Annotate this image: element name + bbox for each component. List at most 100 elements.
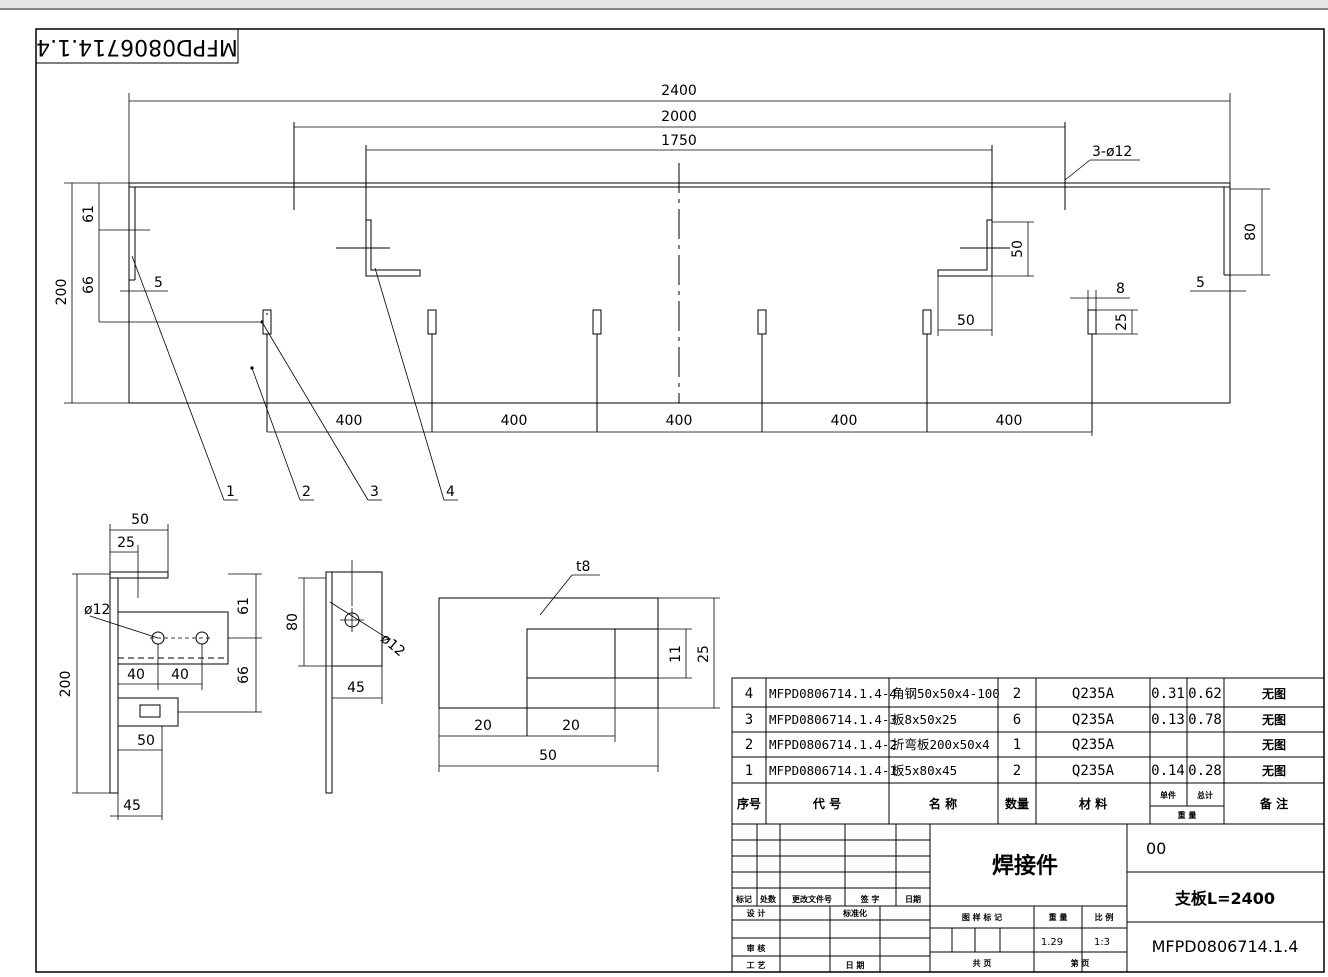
- dc-20b: 20: [562, 718, 580, 734]
- bom-qty: 2: [1013, 686, 1021, 702]
- dc-25: 25: [696, 645, 712, 663]
- dim-height-right: 80: [1243, 223, 1259, 241]
- lbl-mark: 标记: [735, 894, 752, 904]
- bom-unit: 0.13: [1151, 712, 1185, 728]
- detail-end-plate: [298, 560, 391, 794]
- drawing-number: MFPD0806714.1.4: [1152, 937, 1299, 956]
- bom-material: Q235A: [1072, 737, 1115, 753]
- part-name: 焊接件: [992, 854, 1058, 879]
- lbl-sample-mark: 图 样 标 记: [962, 912, 1002, 922]
- lbl-review: 审 核: [747, 943, 766, 953]
- bom-h-unit: 单件: [1160, 790, 1176, 800]
- lbl-count: 处数: [759, 894, 777, 904]
- top-view-dimensions: [64, 93, 1270, 436]
- spacing-2: 400: [501, 413, 528, 429]
- dim-8: 8: [1116, 281, 1125, 297]
- bom-material: Q235A: [1072, 712, 1115, 728]
- bom-name: 角钢50x50x4-100: [892, 686, 1000, 701]
- da-40b: 40: [171, 667, 189, 683]
- bom-no: 2: [745, 737, 753, 753]
- dim-5-right: 5: [1196, 275, 1205, 291]
- da-61: 61: [236, 597, 252, 615]
- callout-2: 2: [302, 484, 311, 500]
- da-200: 200: [58, 671, 74, 698]
- lbl-change-doc: 更改文件号: [792, 894, 832, 904]
- callout-4: 4: [446, 484, 455, 500]
- bom-no: 3: [745, 712, 753, 728]
- bom-row: 3 MFPD0806714.1.4-3 板8x50x25 6 Q235A 0.1…: [745, 712, 1286, 728]
- bom-row: 2 MFPD0806714.1.4-2 折弯板200x50x4 1 Q235A …: [745, 737, 1286, 753]
- dim-holes-span: 2000: [661, 109, 697, 125]
- bom-note: 无图: [1261, 738, 1286, 752]
- callout-1: 1: [226, 484, 235, 500]
- detail-a-texts: 50 25 ø12 61 66 200 40 40 50 45: [58, 512, 252, 814]
- dc-20a: 20: [474, 718, 492, 734]
- lbl-process: 工 艺: [747, 960, 766, 970]
- title-block: [731, 823, 1325, 973]
- spacing-3: 400: [666, 413, 693, 429]
- bom-h-name: 名 称: [929, 796, 957, 811]
- bom-no: 1: [745, 763, 753, 779]
- bom-name: 板8x50x25: [892, 712, 957, 727]
- small-plates: [262, 309, 1097, 432]
- lbl-design: 设 计: [747, 908, 766, 918]
- dim-61: 61: [81, 205, 97, 223]
- lbl-sheet: 第 页: [1071, 958, 1090, 968]
- bom-name: 折弯板200x50x4: [892, 737, 990, 752]
- bom-header: 序号 代 号 名 称 数量 材 料 单件 总计 重 量 备 注: [737, 790, 1288, 820]
- db-80: 80: [285, 613, 301, 631]
- detail-c-texts: t8 11 25 20 20 50: [474, 559, 712, 764]
- bom-code: MFPD0806714.1.4-4: [769, 686, 897, 701]
- lbl-standard: 标准化: [842, 908, 867, 918]
- bom-code: MFPD0806714.1.4-3: [769, 712, 897, 727]
- bom-row: 1 MFPD0806714.1.4-1 板5x80x45 2 Q235A 0.1…: [745, 763, 1286, 779]
- bom-h-note: 备 注: [1259, 796, 1288, 811]
- spacing-4: 400: [831, 413, 858, 429]
- flipped-drawing-number: MFPD0806714.1.4: [36, 34, 238, 59]
- scale-value: 1:3: [1094, 937, 1110, 948]
- dim-overall: 2400: [661, 83, 697, 99]
- spacing-5: 400: [996, 413, 1023, 429]
- title-block-texts: 焊接件 00 支板L=2400 MFPD0806714.1.4 1.29 1:3…: [735, 839, 1298, 970]
- bom-rows: 4 MFPD0806714.1.4-4 角钢50x50x4-100 2 Q235…: [737, 686, 1288, 820]
- dc-50: 50: [539, 748, 557, 764]
- dim-height-total: 200: [54, 279, 70, 306]
- top-bar: [0, 0, 1328, 9]
- bom-h-qty: 数量: [1005, 796, 1029, 811]
- db-45: 45: [347, 680, 365, 696]
- lbl-date: 日期: [905, 894, 921, 904]
- dim-66: 66: [81, 276, 97, 294]
- bom-note: 无图: [1261, 713, 1286, 727]
- dim-5-left: 5: [154, 275, 163, 291]
- bom-h-material: 材 料: [1078, 796, 1107, 811]
- dc-11: 11: [668, 645, 684, 663]
- bom-total: 0.78: [1188, 712, 1222, 728]
- drawing-border: [35, 28, 1325, 973]
- bom-material: Q235A: [1072, 686, 1115, 702]
- bom-unit: 0.14: [1151, 763, 1185, 779]
- bom-material: Q235A: [1072, 763, 1115, 779]
- bom-qty: 1: [1013, 737, 1021, 753]
- weight-value: 1.29: [1041, 937, 1063, 948]
- dim-angles-span: 1750: [661, 133, 697, 149]
- dim-50-vert: 50: [1010, 240, 1026, 258]
- bom-unit: 0.31: [1151, 686, 1185, 702]
- dc-thickness: t8: [576, 559, 590, 575]
- da-50-top: 50: [131, 512, 149, 528]
- callout-3: 3: [370, 484, 379, 500]
- lbl-date2: 日 期: [846, 960, 865, 970]
- lbl-weight: 重 量: [1049, 912, 1068, 922]
- bom-h-code: 代 号: [812, 796, 841, 811]
- bom-qty: 2: [1013, 763, 1021, 779]
- bom-h-no: 序号: [737, 796, 761, 811]
- top-view-texts: 2400 2000 1750 3-ø12 80 200 61 66 5 5 50…: [54, 83, 1259, 500]
- da-40a: 40: [127, 667, 145, 683]
- bom-no: 4: [745, 686, 753, 702]
- lbl-total-sheets: 共 页: [973, 958, 992, 968]
- dim-50-horiz: 50: [957, 313, 975, 329]
- left-angle-steel: [365, 219, 421, 277]
- da-25-top: 25: [117, 535, 135, 551]
- spacing-1: 400: [336, 413, 363, 429]
- callout-leaders: [131, 255, 458, 501]
